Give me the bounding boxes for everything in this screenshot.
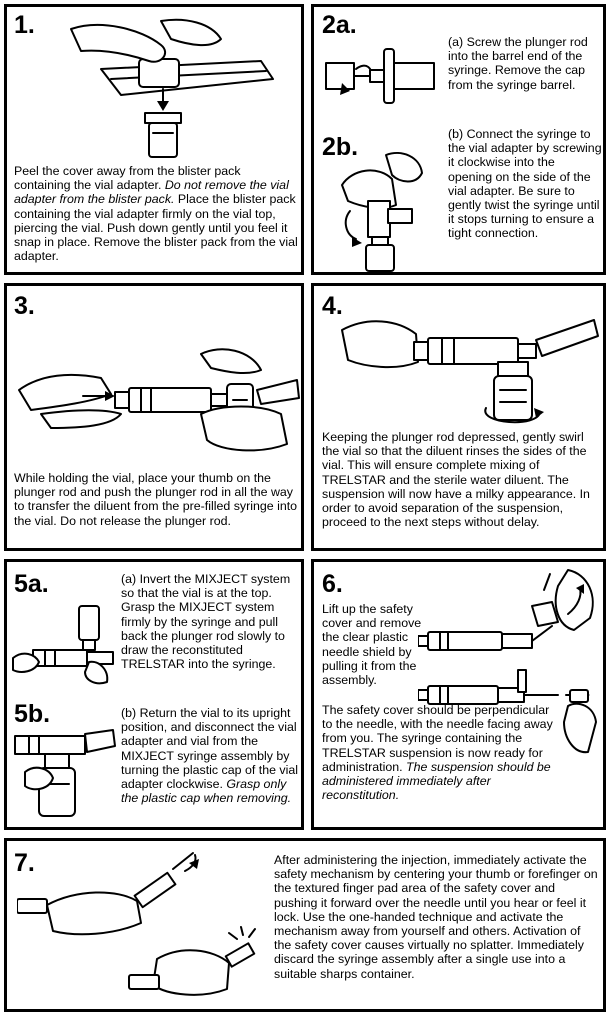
illustration-remove-needle-shield (418, 569, 597, 754)
illustration-invert-system (12, 605, 114, 685)
illustration-activate-safety-mechanism (17, 852, 256, 996)
step-number: 4. (322, 292, 343, 320)
step-3-panel: 3. While holding the vial, place your th… (4, 283, 304, 551)
step-2b-text: (b) Connect the syringe to the vial adap… (448, 127, 602, 241)
step-3-text: While holding the vial, place your thumb… (14, 471, 298, 528)
illustration-swirl-vial (341, 319, 599, 424)
step-4-panel: 4. Keeping the plunger rod depressed, ge… (311, 283, 606, 551)
step-number: 6. (322, 570, 343, 598)
step-number: 5a. (14, 570, 49, 598)
step-number: 2b. (322, 133, 359, 161)
step-1-text: Peel the cover away from the blister pac… (14, 164, 298, 264)
step-7-panel: 7. After administering the injection, im… (4, 838, 606, 1012)
step-number: 7. (14, 849, 35, 877)
step-number: 3. (14, 292, 35, 320)
step-1-panel: 1. Peel the cover away from the blister … (4, 4, 304, 275)
step-number: 2a. (322, 11, 357, 39)
step-5a-text: (a) Invert the MIXJECT system so that th… (121, 572, 291, 672)
step-number: 5b. (14, 700, 51, 728)
step-6-text-top: Lift up the safety cover and remove the … (322, 602, 422, 688)
step-2-panel: 2a. (a) Screw the plunger rod into the b… (311, 4, 606, 275)
illustration-push-plunger (18, 348, 300, 452)
illustration-connect-syringe (341, 152, 423, 272)
step-6-panel: 6. Lift up the safety cover and remove t… (311, 559, 606, 830)
step-4-text: Keeping the plunger rod depressed, gentl… (322, 430, 590, 530)
illustration-plunger-rod-barrel (325, 48, 435, 104)
step-2a-text: (a) Screw the plunger rod into the barre… (448, 35, 588, 92)
step-6-text: The safety cover should be perpendicular… (322, 703, 553, 803)
step-7-text: After administering the injection, immed… (274, 853, 598, 981)
illustration-peel-blister-pack (70, 18, 274, 158)
step-5b-text: (b) Return the vial to its upright posit… (121, 706, 299, 806)
illustration-disconnect-vial (14, 729, 116, 817)
step-5-panel: 5a. (a) Invert the MIXJECT system so tha… (4, 559, 304, 830)
step-number: 1. (14, 11, 35, 39)
